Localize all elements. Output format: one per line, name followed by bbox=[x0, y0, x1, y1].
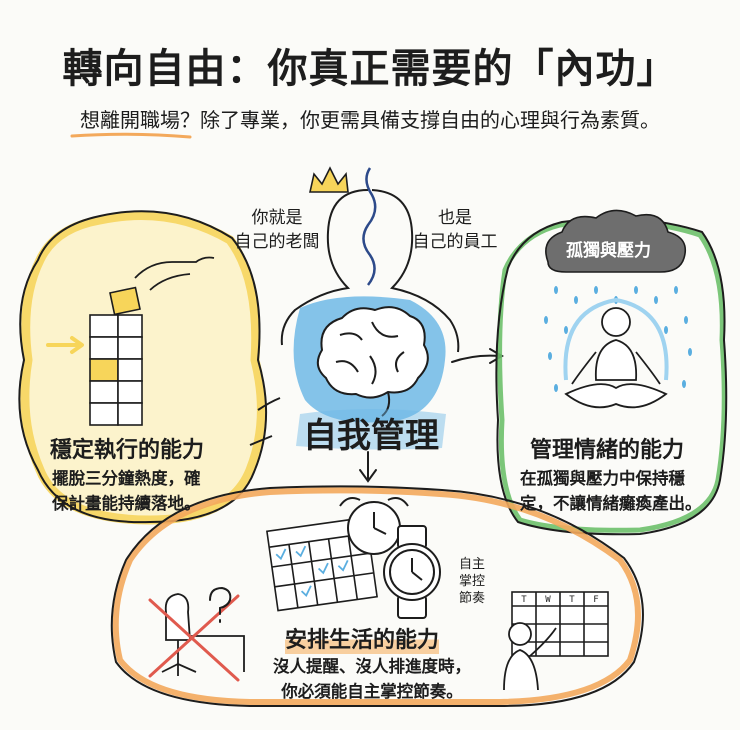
storm-cloud-icon bbox=[545, 209, 687, 273]
left-cloud-tail bbox=[249, 397, 281, 446]
subtitle-underline bbox=[70, 132, 192, 139]
rhythm-note: 自主 掌控 節奏 bbox=[458, 557, 485, 606]
stress-cloud-label: 孤獨與壓力 bbox=[566, 241, 651, 261]
emotion-description: 在孤獨與壓力中保持穩 定，不讓情緒癱瘓產出。 bbox=[520, 469, 702, 513]
core-label: 自我管理 bbox=[303, 416, 439, 456]
cross-out-mark bbox=[148, 594, 240, 682]
office-chair-icon bbox=[161, 593, 245, 676]
arrow-to-emotion bbox=[451, 348, 504, 364]
employee-caption: 也是 自己的員工 bbox=[412, 208, 498, 252]
life-description: 沒人提醒、沒人排進度時， 你必須能自主掌控節奏。 bbox=[273, 657, 471, 701]
left-cloud-outline bbox=[18, 210, 268, 524]
weekday-letter: T bbox=[569, 595, 575, 605]
page-subtitle: 想離開職場？除了專業，你更需具備支撐自由的心理與行為素質。 bbox=[80, 108, 660, 132]
weekday-letter: F bbox=[593, 595, 598, 605]
block-stack bbox=[89, 286, 143, 426]
bottom-bubble-highlight bbox=[112, 487, 641, 705]
whiteboard-icon bbox=[511, 591, 609, 657]
hand-placing-block bbox=[134, 256, 215, 291]
weekday-letter: T bbox=[521, 595, 527, 605]
page-title: 轉向自由：你真正需要的「內功」 bbox=[62, 46, 678, 92]
arrow-to-blocks bbox=[46, 336, 84, 354]
planner-person-icon bbox=[503, 622, 557, 691]
bottom-bubble-outline bbox=[110, 485, 644, 707]
whiteboard-letters: T W T F bbox=[521, 595, 598, 605]
core-brush-highlight bbox=[296, 409, 446, 450]
wristwatch-icon bbox=[383, 525, 441, 619]
split-line bbox=[362, 167, 377, 286]
calm-aura bbox=[563, 297, 669, 381]
stable-description: 擺脫三分鐘熱度，確 保計畫能持續落地。 bbox=[52, 469, 201, 513]
crown-icon bbox=[309, 166, 349, 193]
arrow-to-life bbox=[359, 451, 377, 483]
life-heading: 安排生活的能力 bbox=[285, 622, 440, 654]
brain-icon bbox=[316, 306, 429, 417]
meditating-person-icon bbox=[564, 307, 668, 409]
question-mark-icon bbox=[209, 586, 232, 623]
left-cloud-highlight bbox=[20, 211, 266, 525]
stable-heading: 穩定執行的能力 bbox=[50, 438, 205, 463]
weekday-letter: W bbox=[545, 595, 551, 605]
emotion-heading: 管理情緒的能力 bbox=[530, 438, 685, 463]
boss-caption: 你就是 自己的老闆 bbox=[234, 208, 320, 252]
person-silhouette bbox=[280, 189, 460, 353]
